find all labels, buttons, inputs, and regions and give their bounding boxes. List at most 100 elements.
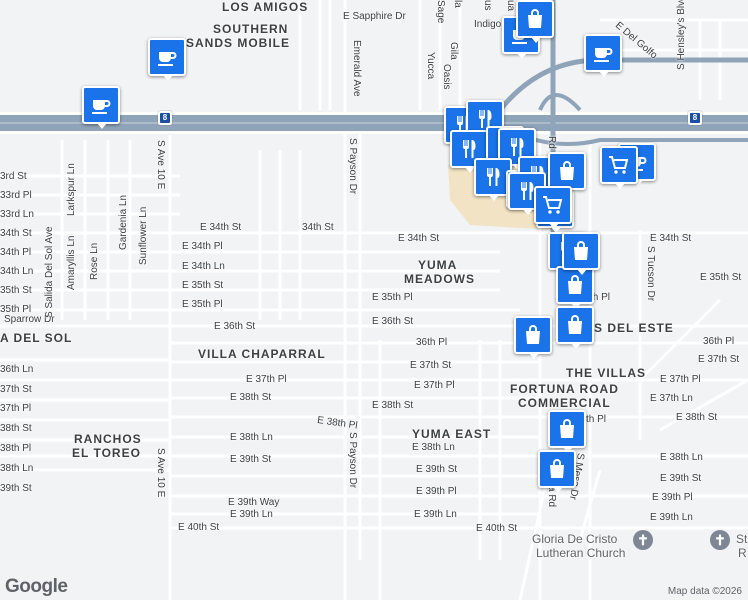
street-label: Indigo: [474, 19, 502, 30]
neighborhood-label: MEADOWS: [404, 272, 475, 286]
street-label: E 38th Ln: [660, 452, 703, 463]
shopping-bag-marker[interactable]: [516, 0, 554, 43]
street-label: S Payson Dr: [347, 432, 358, 489]
shopping-cart-icon: [541, 193, 565, 217]
street-label: S Salida Del Sol Ave: [44, 226, 55, 318]
street-label: 33rd Pl: [0, 190, 32, 201]
shopping-bag-marker[interactable]: [548, 152, 586, 195]
restaurant-icon: [481, 165, 505, 189]
shopping-bag-marker[interactable]: [514, 316, 552, 359]
street-label: 39th St: [0, 483, 32, 494]
street-label: S Payson Dr: [347, 138, 358, 195]
interstate-8-shield: 8: [158, 111, 172, 125]
street-label: E 34th St: [398, 233, 440, 244]
street-label: S Ave 10 E: [155, 448, 166, 498]
street-label: E 39th St: [230, 454, 272, 465]
street-label: 37th Pl: [0, 403, 32, 414]
shopping-bag-icon: [569, 239, 593, 263]
street-label: 34th St: [302, 222, 334, 233]
street-label: E 34th Pl: [182, 241, 223, 252]
neighborhood-label: S DEL ESTE: [594, 321, 674, 335]
place-label: St: [736, 532, 748, 546]
street-label: E 37th Pl: [660, 374, 701, 385]
street-label: E 37th St: [410, 360, 452, 371]
neighborhood-label: RANCHOS: [74, 432, 142, 446]
shopping-cart-marker[interactable]: [534, 186, 572, 229]
neighborhood-label: COMMERCIAL: [518, 396, 611, 410]
street-label: Gardenia Ln: [118, 194, 129, 250]
cafe-marker[interactable]: [82, 86, 120, 129]
street-label: 37th St: [0, 384, 32, 395]
street-label: E 39th Ln: [650, 512, 693, 523]
street-label: E 36th St: [372, 316, 414, 327]
street-label: E 37th Ln: [650, 393, 693, 404]
street-label: E 34th St: [200, 222, 242, 233]
street-label: Sage: [435, 0, 446, 24]
street-label: E 38th St: [230, 392, 272, 403]
restaurant-icon: [457, 137, 481, 161]
street-label: Sunflower Ln: [138, 206, 149, 265]
street-label: E 38th St: [372, 400, 414, 411]
street-label: E 39th Way: [228, 497, 280, 508]
street-label: Rd: [546, 136, 557, 149]
shopping-bag-marker[interactable]: [556, 266, 594, 309]
street-label: E 34th Ln: [182, 261, 225, 272]
street-label: th Pl: [590, 292, 611, 303]
street-label: us: [482, 0, 493, 11]
street-label: 38th Pl: [0, 443, 32, 454]
church-icon[interactable]: ✝: [710, 530, 730, 550]
shopping-bag-marker[interactable]: [562, 232, 600, 275]
cafe-marker[interactable]: [148, 38, 186, 81]
restaurant-icon: [473, 107, 497, 131]
street-label: E 38th Ln: [230, 432, 273, 443]
street-label: th Pl: [586, 414, 607, 425]
street-label: la: [452, 0, 463, 8]
google-logo: Google: [5, 576, 68, 597]
shopping-bag-marker[interactable]: [548, 410, 586, 453]
street-label: Rose Ln: [89, 242, 100, 280]
neighborhood-label: SANDS MOBILE: [186, 36, 291, 50]
shopping-bag-icon: [563, 273, 587, 297]
street-label: 38th St: [0, 423, 32, 434]
shopping-bag-icon: [521, 323, 545, 347]
church-icon[interactable]: ✝: [633, 530, 653, 550]
place-label: R: [738, 546, 747, 560]
shopping-cart-marker[interactable]: [600, 146, 638, 189]
shopping-bag-marker[interactable]: [538, 450, 576, 493]
street-label: E Sapphire Dr: [343, 11, 406, 22]
street-label: E 38th St: [676, 412, 718, 423]
street-label: E 34th St: [650, 233, 692, 244]
street-label: Emerald Ave: [351, 40, 362, 97]
street-label: S Ave 10 E: [155, 140, 166, 190]
street-label: E 37th Pl: [246, 374, 287, 385]
shopping-cart-icon: [607, 153, 631, 177]
street-label: E 39th Pl: [652, 492, 693, 503]
street-label: Sparrow Dr: [4, 314, 55, 325]
neighborhood-label: VILLA CHAPARRAL: [198, 347, 326, 361]
street-label: E 39th Ln: [414, 509, 457, 520]
street-label: E 39th Pl: [416, 486, 457, 497]
shopping-bag-icon: [555, 417, 579, 441]
street-label: Amaryllis Ln: [66, 235, 77, 290]
neighborhood-label: EL TOREO: [72, 446, 141, 460]
street-label: Larkspur Ln: [66, 163, 77, 216]
restaurant-marker[interactable]: [474, 158, 512, 201]
street-label: E 37th St: [698, 354, 740, 365]
street-label: E 35th St: [700, 272, 742, 283]
neighborhood-label: YUMA EAST: [412, 427, 492, 441]
cafe-marker[interactable]: [584, 34, 622, 77]
street-label: E 39th Ln: [230, 509, 273, 520]
shopping-bag-marker[interactable]: [556, 306, 594, 349]
street-label: E 35th Pl: [182, 299, 223, 310]
interstate-8-shield: 8: [688, 111, 702, 125]
place-label: Gloria De Cristo: [532, 532, 618, 546]
restaurant-icon: [515, 179, 539, 203]
street-label: E 40th St: [178, 522, 220, 533]
street-label: 36th Pl: [703, 336, 735, 347]
shopping-bag-icon: [563, 313, 587, 337]
street-label: 38th Ln: [0, 463, 34, 474]
street-label: Yucca: [425, 52, 436, 80]
